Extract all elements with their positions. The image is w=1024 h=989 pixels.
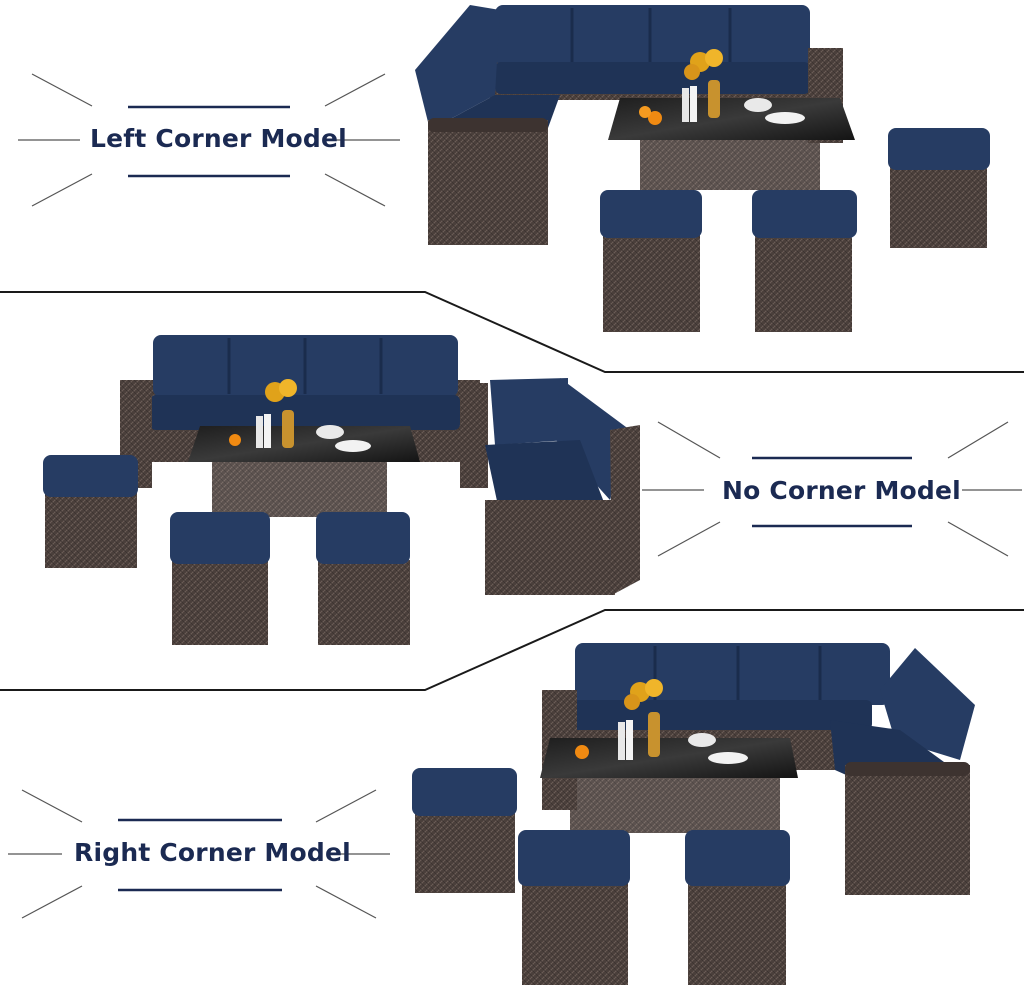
right-label-decor [8,789,390,919]
no-corner-model-label: No Corner Model [722,476,961,505]
section-dividers [0,291,1024,691]
left-corner-model-label: Left Corner Model [90,124,347,153]
no-corner-label-decor [642,421,1022,557]
right-corner-model-label: Right Corner Model [74,838,351,867]
left-corner-set [415,5,990,332]
left-label-decor [18,73,400,207]
no-corner-set [43,335,640,645]
right-corner-set [412,643,975,985]
